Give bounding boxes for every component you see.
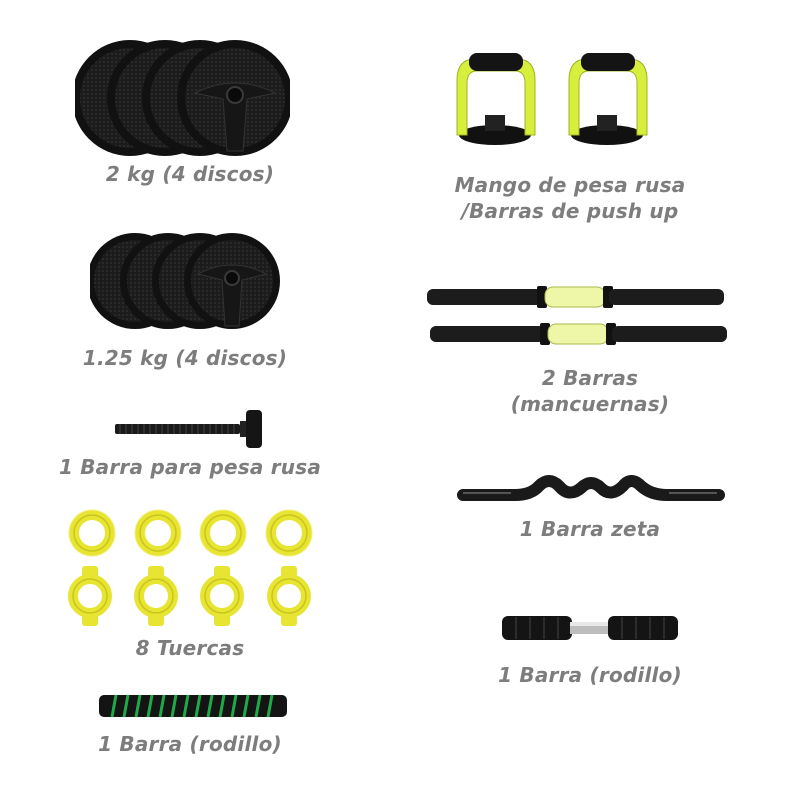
- nut-icon: [139, 566, 173, 626]
- weight-plate-icon: [177, 40, 290, 156]
- dumbbell-bars-image: [426, 285, 727, 346]
- nut-icon: [69, 510, 115, 556]
- nut-icon: [135, 510, 181, 556]
- push-up-handle-icon: [456, 53, 536, 145]
- plates-125kg-label: 1.25 kg (4 discos): [82, 346, 288, 370]
- dumbbell-bars-label-line1: 2 Barras: [541, 366, 639, 390]
- handles-label-line1: Mango de pesa rusa: [454, 173, 686, 197]
- nut-icon: [266, 510, 312, 556]
- nut-icon: [205, 566, 239, 626]
- nut-icon: [200, 510, 246, 556]
- roller-right-label: 1 Barra (rodillo): [498, 663, 682, 687]
- dumbbell-bar-icon: [429, 322, 727, 346]
- plates-2kg-image: [75, 40, 290, 156]
- zeta-bar-label: 1 Barra zeta: [519, 517, 661, 541]
- roller-right-image: [502, 616, 678, 640]
- dumbbell-bar-icon: [426, 285, 725, 309]
- kettlebell-bar-label: 1 Barra para pesa rusa: [58, 455, 322, 479]
- nut-icon: [73, 566, 107, 626]
- zeta-bar-image: [457, 475, 725, 501]
- plates-125kg-image: [90, 233, 280, 329]
- kettlebell-bar-image: [115, 410, 262, 448]
- roller-left-label: 1 Barra (rodillo): [98, 732, 282, 756]
- threaded-bar-icon: [115, 410, 262, 448]
- plates-2kg-label: 2 kg (4 discos): [105, 162, 275, 186]
- foam-roller-icon: [99, 694, 287, 718]
- nuts-label: 8 Tuercas: [135, 636, 245, 660]
- roller-left-image: [99, 694, 287, 718]
- handles-image: [456, 53, 648, 145]
- nuts-image: [60, 508, 325, 630]
- weight-plate-icon: [184, 233, 280, 329]
- ez-curl-bar-icon: [457, 475, 725, 501]
- foam-roller-icon: [502, 616, 678, 640]
- nut-icon: [272, 566, 306, 626]
- handles-label-line2: /Barras de push up: [461, 199, 679, 223]
- push-up-handle-icon: [568, 53, 648, 145]
- dumbbell-bars-label-line2: (mancuernas): [510, 392, 670, 416]
